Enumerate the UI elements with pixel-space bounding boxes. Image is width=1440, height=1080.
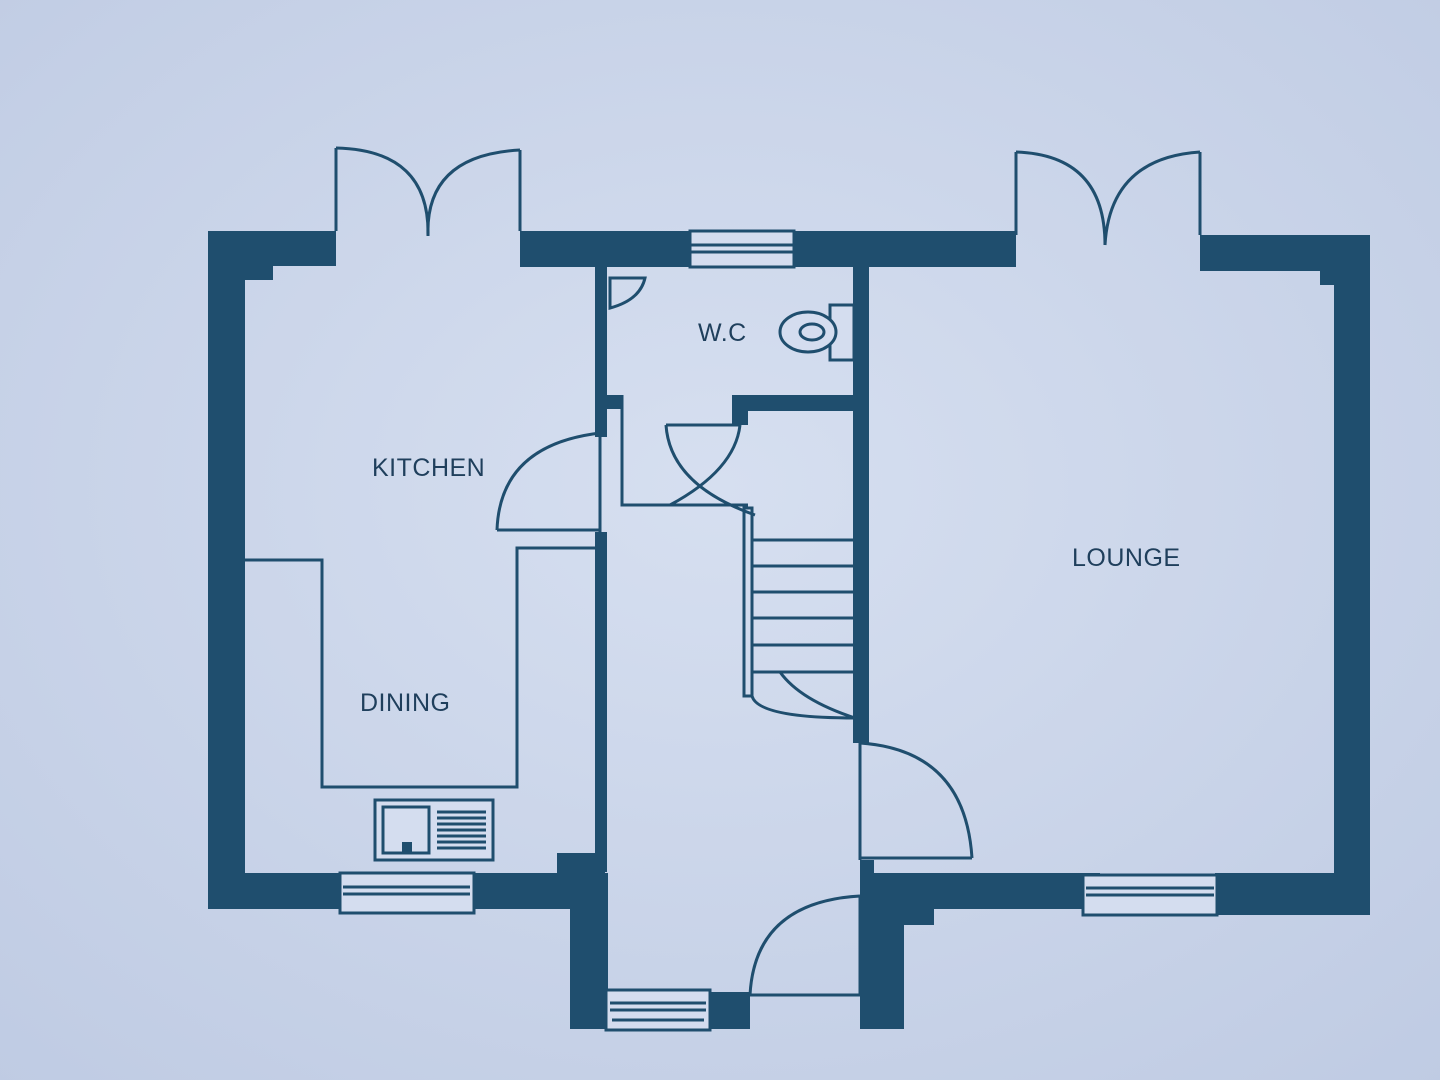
french-doors-kitchen	[334, 146, 522, 237]
room-label-dining: DINING	[360, 689, 451, 717]
door-lounge	[858, 741, 974, 860]
toilet-icon	[778, 303, 856, 362]
room-label-kitchen: KITCHEN	[372, 454, 485, 482]
window-hall	[604, 988, 712, 1032]
door-front	[748, 894, 862, 997]
shower-corner-icon	[608, 276, 647, 310]
french-doors-lounge	[1014, 150, 1202, 246]
staircase	[742, 506, 856, 720]
room-label-lounge: LOUNGE	[1072, 544, 1181, 572]
window-kitchen	[338, 871, 476, 915]
room-label-wc: W.C	[698, 319, 747, 347]
internal-walls	[595, 267, 869, 872]
kitchen-worktops	[245, 546, 595, 789]
outer-walls	[208, 231, 1370, 1029]
window-wc	[688, 229, 796, 269]
window-lounge	[1081, 873, 1219, 917]
door-kitchen	[495, 431, 602, 532]
sink-icon	[373, 798, 495, 862]
door-wc	[664, 423, 756, 517]
